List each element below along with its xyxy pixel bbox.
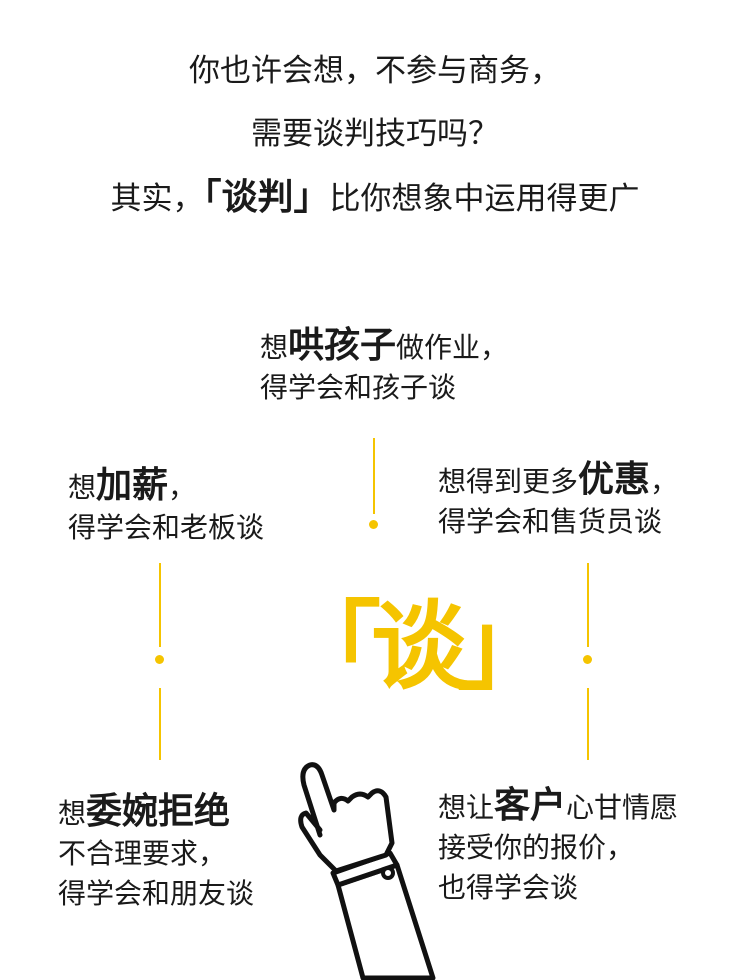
pre: 想 <box>68 471 97 504</box>
pointing-hand-icon <box>298 762 436 980</box>
bold: 加薪 <box>96 465 169 506</box>
connector-dot <box>583 655 592 664</box>
block-bottom-right: 想让客户心甘情愿 接受你的报价， 也得学会谈 <box>438 786 678 908</box>
block-top: 想哄孩子做作业， 得学会和孩子谈 <box>260 326 508 408</box>
pre: 想让 <box>438 791 495 824</box>
connector-line <box>159 688 161 760</box>
post: 心甘情愿 <box>566 791 679 824</box>
intro-bold: 「谈判」 <box>203 177 330 218</box>
intro-line-1: 你也许会想，不参与商务， <box>189 53 561 89</box>
line3: 也得学会谈 <box>438 871 579 904</box>
line3: 得学会和朋友谈 <box>58 877 255 910</box>
intro-pre: 其实， <box>110 181 204 217</box>
line2: 得学会和售货员谈 <box>438 505 663 538</box>
connector-dot <box>155 655 164 664</box>
connector-line <box>587 688 589 760</box>
block-left: 想加薪， 得学会和老板谈 <box>68 466 264 548</box>
connector-dot <box>369 520 378 529</box>
line2: 接受你的报价， <box>438 831 635 864</box>
bold: 委婉拒绝 <box>86 791 231 832</box>
connector-line <box>159 563 161 647</box>
connector-line <box>587 563 589 647</box>
line2: 得学会和孩子谈 <box>260 371 457 404</box>
post: 做作业， <box>396 331 509 364</box>
post: ， <box>650 465 679 498</box>
line2: 不合理要求， <box>58 837 227 870</box>
pre: 想 <box>58 797 87 830</box>
bold: 优惠 <box>578 459 651 500</box>
block-right: 想得到更多优惠， 得学会和售货员谈 <box>438 460 678 542</box>
connector-line <box>373 438 375 514</box>
intro-line-3: 其实，「谈判」比你想象中运用得更广 <box>0 166 750 231</box>
pre: 想 <box>260 331 289 364</box>
block-bottom-left: 想委婉拒绝 不合理要求， 得学会和朋友谈 <box>58 792 254 914</box>
center-word: 「谈」 <box>285 591 553 703</box>
intro-line-2: 需要谈判技巧吗？ <box>251 116 499 152</box>
bold: 哄孩子 <box>288 325 397 366</box>
bold: 客户 <box>494 785 567 826</box>
line2: 得学会和老板谈 <box>68 511 265 544</box>
intro-post: 比你想象中运用得更广 <box>329 181 640 217</box>
pre: 想得到更多 <box>438 465 579 498</box>
post: ， <box>168 471 197 504</box>
